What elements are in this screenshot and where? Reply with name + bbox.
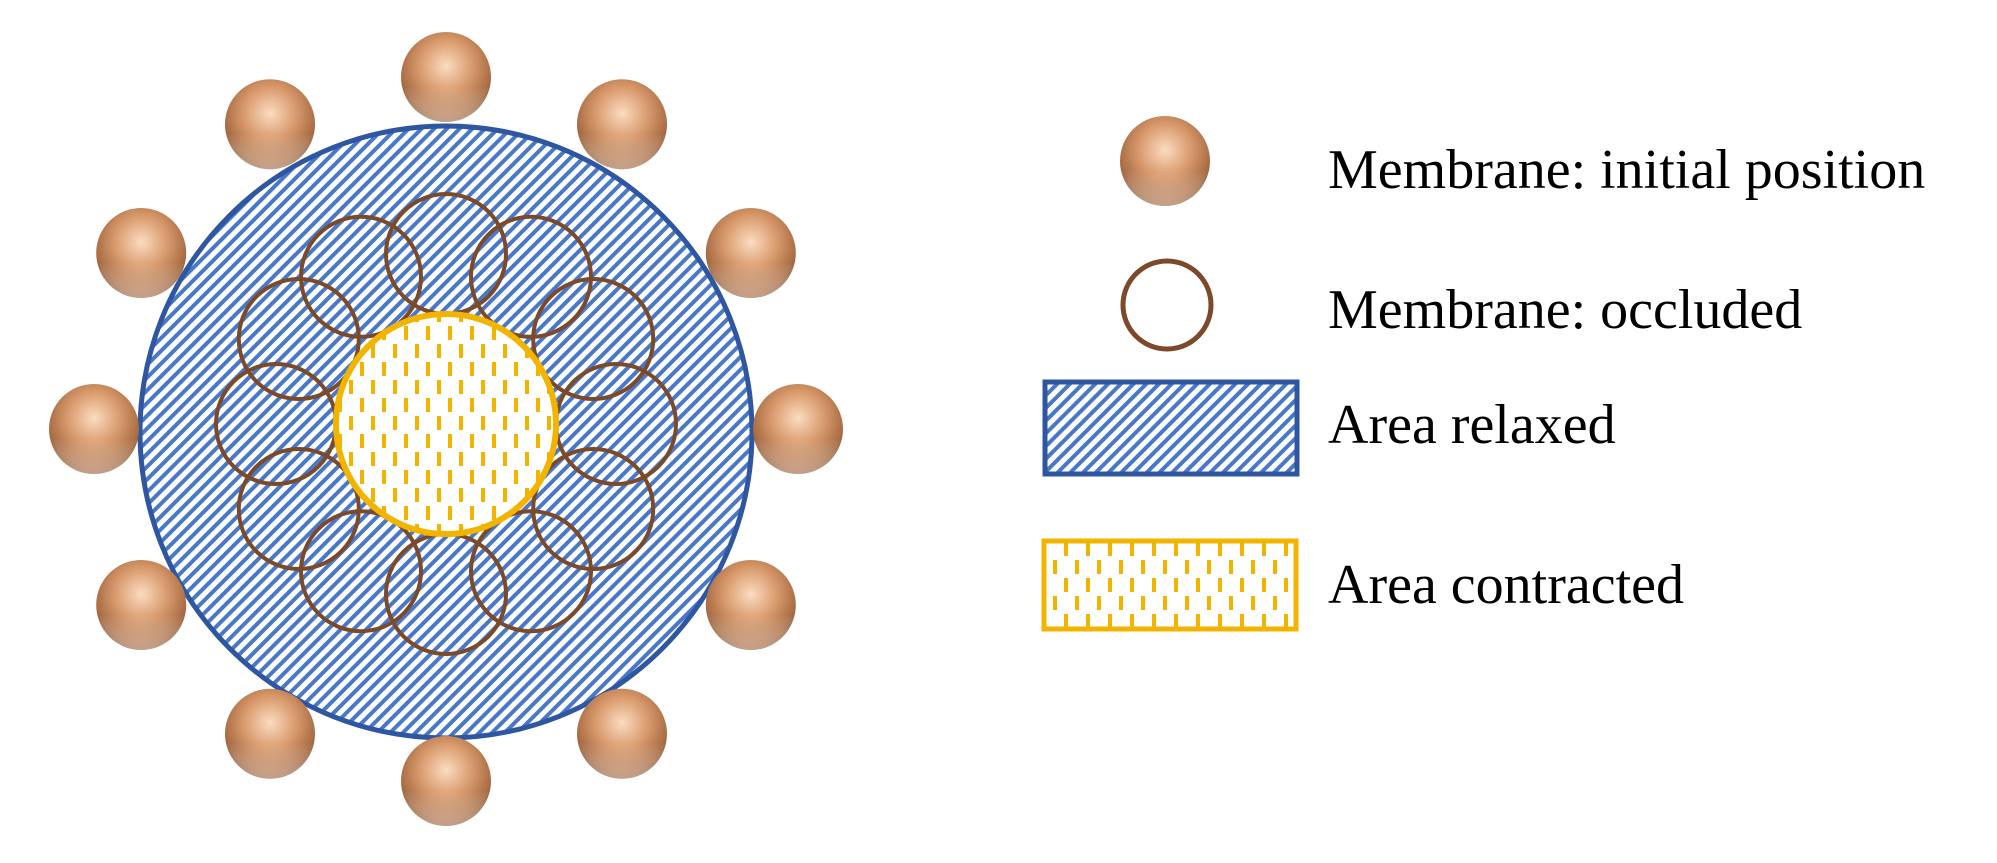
legend-item-membrane-initial: Membrane: initial position [1120, 116, 1925, 206]
membrane-bead-1 [401, 32, 491, 122]
membrane-bead-7 [401, 736, 491, 826]
legend-label-membrane-initial: Membrane: initial position [1328, 139, 1925, 201]
copper-sphere-icon [1120, 116, 1210, 206]
occluded-membrane-ring [214, 192, 678, 656]
occluded-membrane-ring-5 [531, 447, 656, 571]
occluded-membrane-ring-12 [299, 214, 423, 339]
legend-item-membrane-occluded: Membrane: occluded [1120, 258, 1802, 352]
legend-label-area-contracted: Area contracted [1328, 554, 1684, 616]
membrane-bead-2 [577, 79, 667, 170]
membrane-bead-11 [96, 208, 187, 298]
occluded-membrane-ring-11 [236, 277, 361, 401]
membrane-bead-3 [705, 208, 796, 298]
legend-item-area-relaxed: Area relaxed [1042, 379, 1616, 477]
membrane-bead-4 [753, 384, 843, 474]
blue-hatch-swatch-icon [1042, 379, 1300, 477]
legend-label-membrane-occluded: Membrane: occluded [1328, 279, 1802, 341]
occluded-membrane-ring-8 [299, 509, 423, 634]
occluded-membrane-ring-6 [469, 509, 593, 634]
area-contracted-region [333, 311, 559, 537]
membrane-bead-8 [225, 688, 315, 779]
membrane-bead-10 [49, 384, 139, 474]
membrane-bead-5 [705, 560, 796, 650]
legend-label-area-relaxed: Area relaxed [1328, 394, 1616, 456]
ring-icon [1120, 258, 1214, 352]
membrane-bead-12 [225, 79, 315, 170]
occluded-membrane-ring-3 [531, 277, 656, 401]
occluded-membrane-ring-2 [469, 214, 593, 339]
membrane-bead-6 [577, 688, 667, 779]
legend-item-area-contracted: Area contracted [1041, 538, 1684, 632]
membrane-bead-9 [96, 560, 187, 650]
occluded-membrane-ring-9 [236, 447, 361, 571]
legend: Membrane: initial position Membrane: occ… [1041, 116, 1925, 632]
yellow-dash-swatch-icon [1041, 538, 1299, 632]
main-diagram [49, 32, 843, 826]
